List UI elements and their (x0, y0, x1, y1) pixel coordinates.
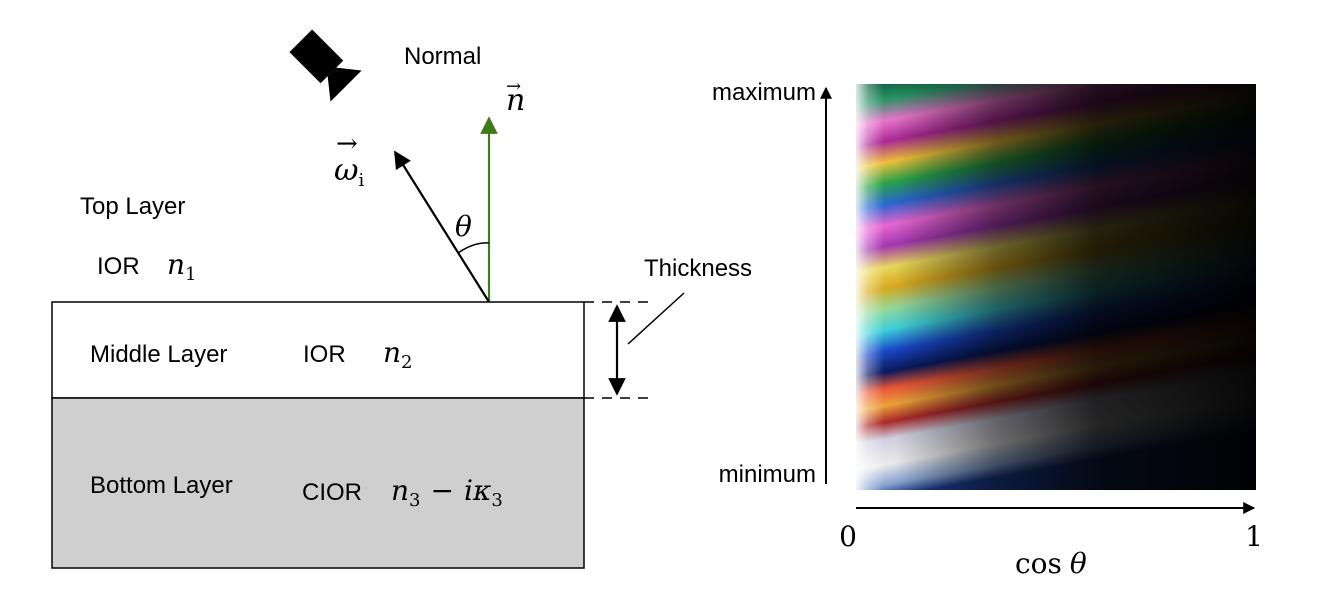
bottom-layer-cior-formula: n3−iκ3 (391, 474, 503, 511)
angle-arc (457, 242, 490, 254)
normal-label: Normal (404, 43, 481, 70)
middle-layer-ior-symbol: n2 (383, 336, 413, 373)
incident-vector-arrow: → (336, 129, 358, 159)
bottom-layer-box (51, 397, 585, 569)
y-axis-min-label: minimum (719, 461, 816, 488)
colormap-left-soften (856, 84, 1256, 490)
colormap-plot (856, 84, 1256, 490)
x-axis-min-label: 0 (839, 520, 857, 553)
thickness-label: Thickness (644, 255, 752, 282)
camera-icon (289, 29, 362, 102)
middle-layer-ior: IOR (303, 341, 346, 368)
angle-symbol: θ (455, 210, 472, 243)
incident-vector-symbol: ωi (334, 153, 364, 191)
top-layer-ior-symbol: n1 (167, 248, 197, 285)
middle-layer-box (51, 301, 585, 399)
x-axis-max-label: 1 (1245, 520, 1263, 553)
bottom-layer-cior: CIOR (302, 479, 362, 506)
middle-layer-label: Middle Layer (90, 341, 227, 368)
thickness-leader-line (627, 292, 685, 345)
y-axis-max-label: maximum (712, 79, 816, 106)
top-layer-label: Top Layer (80, 193, 185, 220)
top-layer-ior: IOR (97, 253, 140, 280)
normal-vector-arrow: → (506, 76, 521, 97)
bottom-layer-label: Bottom Layer (90, 472, 233, 499)
incident-vector (394, 150, 490, 303)
normal-vector-symbol: n (506, 83, 525, 118)
